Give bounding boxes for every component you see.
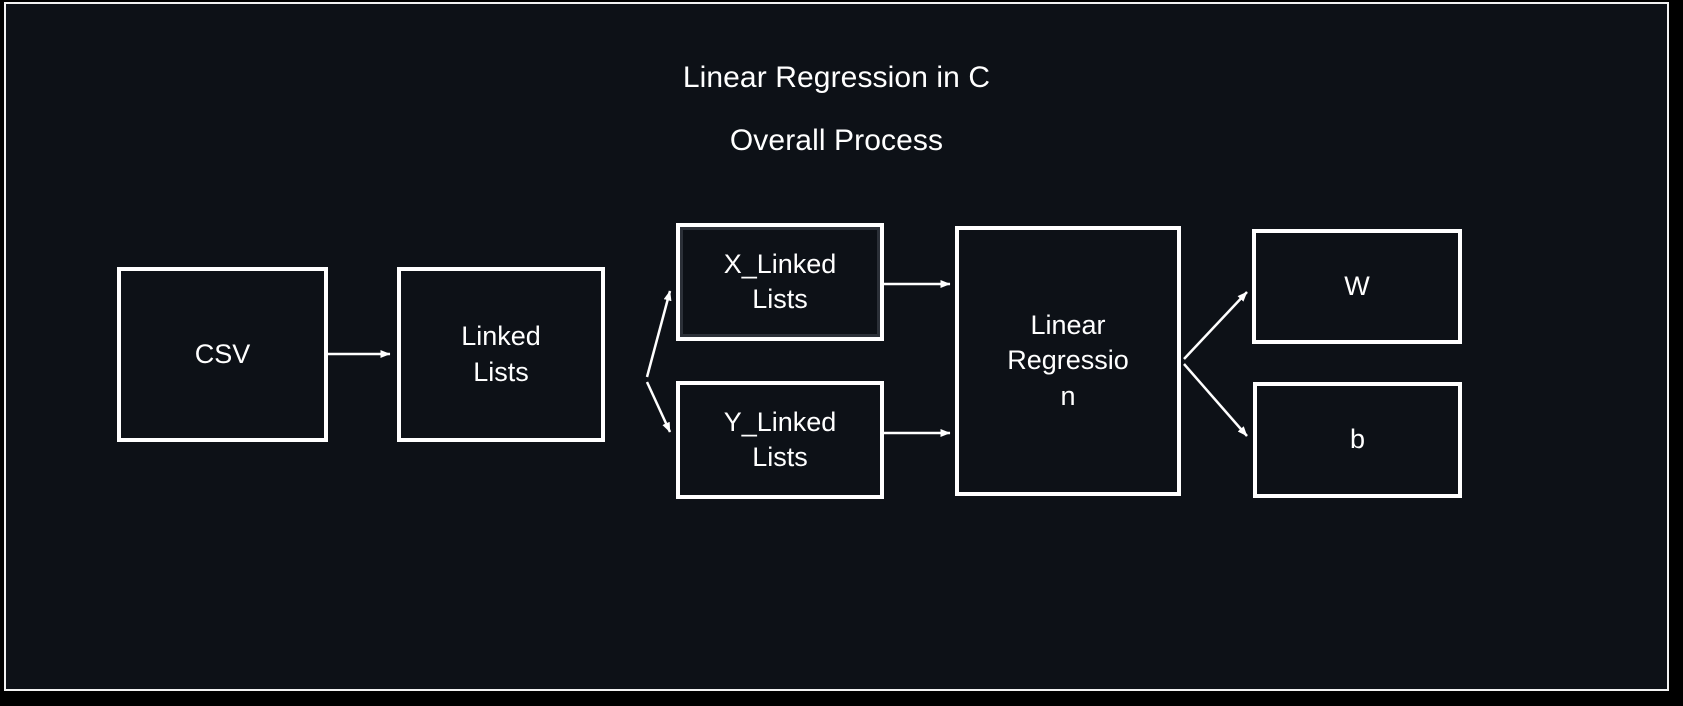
- page-title: Linear Regression in C: [682, 61, 991, 94]
- node-x-linked-lists-label-line1: X_Linked: [723, 248, 837, 279]
- node-y-linked-lists-label-line2: Lists: [752, 442, 808, 472]
- node-b-label: b: [1349, 424, 1366, 455]
- node-w[interactable]: W: [1252, 229, 1462, 344]
- node-w-label: W: [1344, 270, 1370, 301]
- node-csv[interactable]: CSV: [117, 267, 328, 442]
- node-linear-regression-label-line1: Linear: [1030, 310, 1106, 341]
- edge-linked-lists-to-x-linked: [645, 290, 672, 378]
- edge-linreg-to-w: [1183, 291, 1248, 360]
- node-y-linked-lists-label-line1: Y_Linked: [723, 406, 837, 437]
- node-linear-regression-label-line3: n: [1060, 380, 1076, 411]
- edge-linreg-to-b: [1183, 363, 1248, 437]
- diagram-canvas: Linear Regression in C Overall Process: [4, 2, 1669, 691]
- node-linked-lists-label-line2: Lists: [473, 356, 529, 387]
- node-x-linked-lists-label-line2: Lists: [752, 284, 808, 314]
- node-linear-regression-label-line2: Regressio: [1007, 345, 1129, 376]
- page-subtitle: Overall Process: [729, 124, 944, 157]
- node-csv-label: CSV: [194, 338, 251, 369]
- edge-linked-lists-to-y-linked: [645, 381, 672, 433]
- node-b[interactable]: b: [1253, 382, 1462, 498]
- node-linked-lists-label-line1: Linked: [461, 321, 541, 352]
